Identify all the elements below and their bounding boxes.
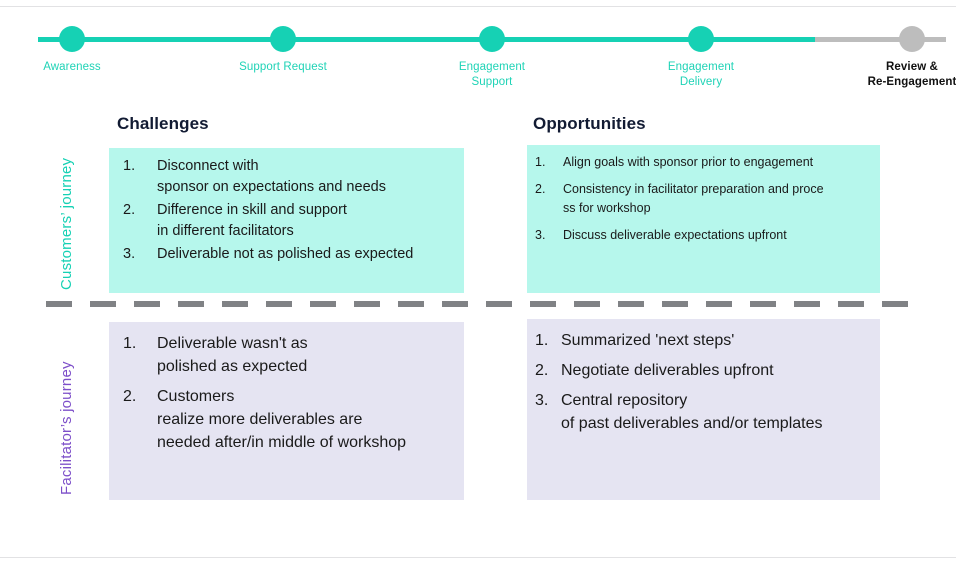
panel-facilitator-opportunities: 1. Summarized 'next steps' 2. Negotiate … <box>527 319 880 500</box>
journey-row-divider <box>46 301 920 307</box>
list-item-text: Central repository of past deliverables … <box>561 392 823 432</box>
list-facilitator-opportunities: 1. Summarized 'next steps' 2. Negotiate … <box>527 319 880 442</box>
panel-facilitator-challenges: 1. Deliverable wasn't as polished as exp… <box>109 322 464 500</box>
list-item-text: Disconnect with sponsor on expectations … <box>157 158 386 195</box>
list-item-number: 2. <box>123 388 137 405</box>
journey-timeline: Awareness Support Request Engagement Sup… <box>0 0 956 100</box>
timeline-label-support-request: Support Request <box>239 61 327 73</box>
timeline-label-awareness: Awareness <box>43 61 101 73</box>
list-item-number: 1. <box>535 332 549 349</box>
panel-customers-opportunities: 1. Align goals with sponsor prior to eng… <box>527 145 880 293</box>
list-item: 1. Disconnect with sponsor on expectatio… <box>123 156 454 198</box>
timeline-label-engagement-delivery: Engagement Delivery <box>667 61 735 88</box>
list-item-number: 3. <box>535 228 546 242</box>
list-item-number: 2. <box>123 202 136 218</box>
list-item-text: Consistency in facilitator preparation a… <box>563 182 824 215</box>
list-item: 1. Align goals with sponsor prior to eng… <box>535 153 870 172</box>
list-item: 3. Central repository of past deliverabl… <box>535 389 870 435</box>
timeline-progress-line <box>38 37 815 42</box>
list-item: 2. Customers realize more deliverables a… <box>123 385 454 454</box>
list-item: 2. Difference in skill and support in di… <box>123 200 454 242</box>
timeline-node-engagement-delivery[interactable] <box>688 26 714 52</box>
list-item-number: 3. <box>123 246 136 262</box>
list-item: 2. Negotiate deliverables upfront <box>535 359 870 382</box>
row-label-customers-journey: Customers’ journey <box>58 157 75 290</box>
list-item-text: Deliverable not as polished as expected <box>157 246 414 262</box>
list-facilitator-challenges: 1. Deliverable wasn't as polished as exp… <box>109 322 464 461</box>
list-item-text: Summarized 'next steps' <box>561 332 735 349</box>
timeline-node-support-request[interactable] <box>270 26 296 52</box>
list-item-text: Negotiate deliverables upfront <box>561 362 774 379</box>
list-item-number: 2. <box>535 182 546 196</box>
list-item-text: Deliverable wasn't as polished as expect… <box>157 335 308 375</box>
panel-customers-challenges: 1. Disconnect with sponsor on expectatio… <box>109 148 464 293</box>
list-item-number: 1. <box>123 335 137 352</box>
timeline-node-review-re-engagement[interactable] <box>899 26 925 52</box>
timeline-label-review-re-engagement: Review & Re-Engagement <box>867 61 956 88</box>
timeline-label-engagement-support: Engagement Support <box>458 61 526 88</box>
row-label-facilitator-journey: Facilitator’s journey <box>58 361 75 495</box>
list-item: 1. Summarized 'next steps' <box>535 329 870 352</box>
timeline-node-engagement-support[interactable] <box>479 26 505 52</box>
top-divider-rule <box>0 6 956 7</box>
list-item-text: Discuss deliverable expectations upfront <box>563 228 787 242</box>
timeline-remaining-line <box>815 37 946 42</box>
list-customers-challenges: 1. Disconnect with sponsor on expectatio… <box>109 148 464 267</box>
list-item-number: 1. <box>123 158 136 174</box>
timeline-node-awareness[interactable] <box>59 26 85 52</box>
list-item: 3. Discuss deliverable expectations upfr… <box>535 226 870 245</box>
list-customers-opportunities: 1. Align goals with sponsor prior to eng… <box>527 145 880 253</box>
list-item: 1. Deliverable wasn't as polished as exp… <box>123 332 454 378</box>
bottom-divider-rule <box>0 557 956 558</box>
column-heading-challenges: Challenges <box>117 114 209 133</box>
list-item-text: Difference in skill and support in diffe… <box>157 202 347 239</box>
list-item-text: Align goals with sponsor prior to engage… <box>563 155 814 169</box>
list-item: 2. Consistency in facilitator preparatio… <box>535 180 870 218</box>
list-item-number: 2. <box>535 362 549 379</box>
column-heading-opportunities: Opportunities <box>533 114 646 133</box>
list-item-number: 3. <box>535 392 549 409</box>
list-item: 3. Deliverable not as polished as expect… <box>123 244 454 265</box>
list-item-text: Customers realize more deliverables are … <box>157 388 407 451</box>
list-item-number: 1. <box>535 155 546 169</box>
